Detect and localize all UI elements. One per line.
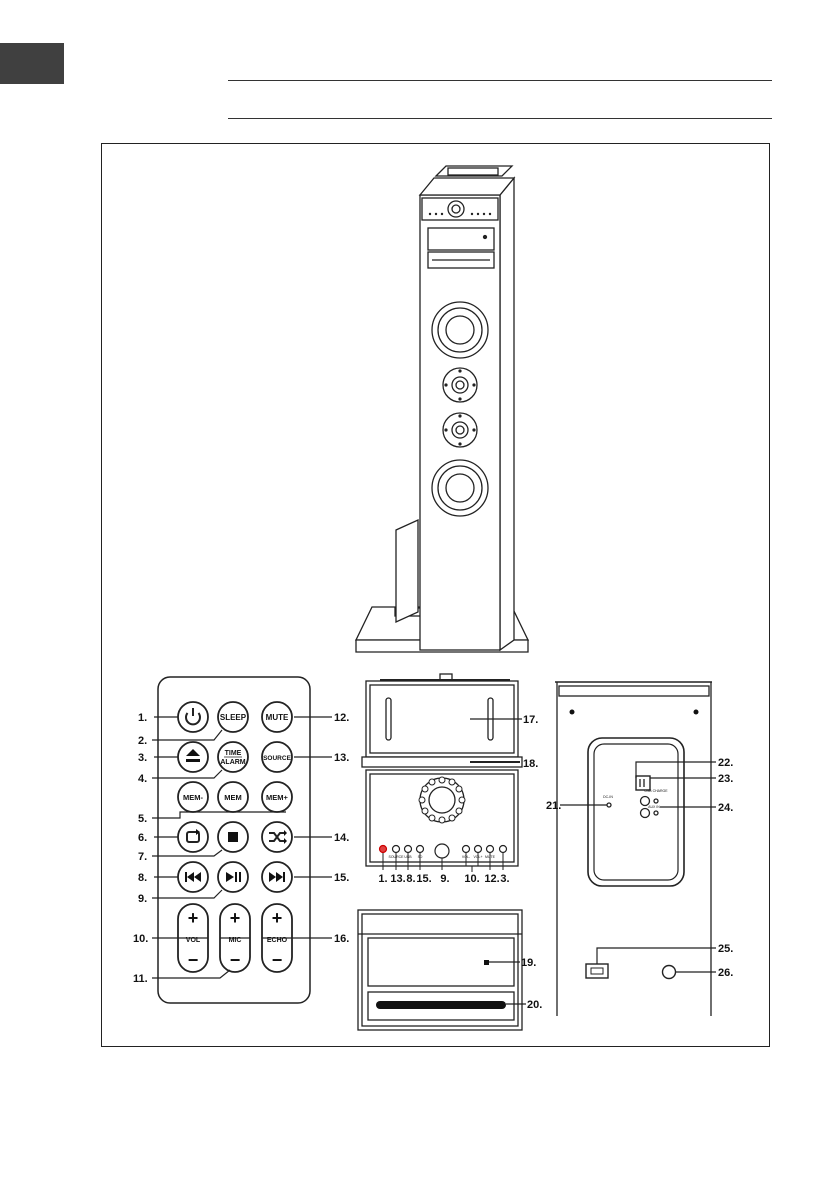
svg-text:24.: 24. bbox=[718, 802, 733, 814]
svg-text:5.: 5. bbox=[138, 813, 147, 825]
echo-rocker[interactable]: + ECHO − bbox=[262, 904, 292, 972]
svg-text:14.: 14. bbox=[334, 832, 349, 844]
shuffle-button[interactable] bbox=[262, 822, 292, 852]
mic-label: MIC bbox=[229, 937, 242, 944]
svg-text:25.: 25. bbox=[718, 943, 733, 955]
svg-text:8.: 8. bbox=[406, 873, 415, 885]
play-pause-button[interactable] bbox=[218, 862, 248, 892]
sleep-button[interactable]: SLEEP bbox=[218, 702, 248, 732]
mem-minus-button[interactable]: MEM- bbox=[178, 782, 208, 812]
eject-button[interactable] bbox=[178, 742, 208, 772]
mem-label: MEM bbox=[224, 793, 242, 802]
svg-text:15.: 15. bbox=[416, 873, 431, 885]
vol-label: VOL bbox=[186, 937, 201, 944]
svg-text:1.: 1. bbox=[138, 712, 147, 724]
svg-text:12.: 12. bbox=[484, 873, 499, 885]
echo-label: ECHO bbox=[267, 937, 288, 944]
time-alarm-button[interactable]: TIME ALARM bbox=[218, 742, 248, 772]
svg-text:10.: 10. bbox=[464, 873, 479, 885]
vol-rocker[interactable]: + VOL − bbox=[178, 904, 208, 972]
alarm-label: ALARM bbox=[220, 759, 245, 766]
svg-text:26.: 26. bbox=[718, 967, 733, 979]
svg-text:9.: 9. bbox=[440, 873, 449, 885]
svg-text:9.: 9. bbox=[138, 893, 147, 905]
stop-icon bbox=[228, 832, 238, 842]
dc-in-label: DC-IN bbox=[603, 795, 613, 799]
svg-text:3.: 3. bbox=[138, 752, 147, 764]
mic-rocker[interactable]: + MIC − bbox=[220, 904, 250, 972]
svg-text:12.: 12. bbox=[334, 712, 349, 724]
mem-button[interactable]: MEM bbox=[218, 782, 248, 812]
tower-speaker bbox=[356, 166, 528, 652]
usb-charge-label: USB CHARGE bbox=[644, 789, 668, 793]
svg-text:20.: 20. bbox=[527, 999, 542, 1011]
svg-text:3.: 3. bbox=[500, 873, 509, 885]
power-button[interactable] bbox=[178, 702, 208, 732]
svg-text:4.: 4. bbox=[138, 773, 147, 785]
remote-buttons: SLEEP MUTE TIME ALARM SOURCE MEM- bbox=[178, 702, 292, 972]
svg-text:22.: 22. bbox=[718, 757, 733, 769]
svg-text:15.: 15. bbox=[334, 872, 349, 884]
previous-button[interactable] bbox=[178, 862, 208, 892]
svg-text:13.: 13. bbox=[390, 873, 405, 885]
svg-text:6.: 6. bbox=[138, 832, 147, 844]
time-label: TIME bbox=[225, 750, 242, 757]
svg-text:21.: 21. bbox=[546, 800, 561, 812]
repeat-button[interactable] bbox=[178, 822, 208, 852]
sleep-label: SLEEP bbox=[220, 713, 247, 722]
top-panel-number-row: 1. 13. 8. 15. 9. 10. 12. 3. bbox=[378, 873, 509, 885]
svg-text:19.: 19. bbox=[521, 957, 536, 969]
mute-label: MUTE bbox=[266, 713, 289, 722]
svg-text:18.: 18. bbox=[523, 758, 538, 770]
svg-text:2.: 2. bbox=[138, 735, 147, 747]
echo-minus: − bbox=[272, 950, 283, 970]
svg-text:11.: 11. bbox=[133, 973, 148, 985]
svg-text:1.: 1. bbox=[378, 873, 387, 885]
next-button[interactable] bbox=[262, 862, 292, 892]
svg-text:23.: 23. bbox=[718, 773, 733, 785]
svg-text:16.: 16. bbox=[334, 933, 349, 945]
mem-minus-label: MEM- bbox=[183, 793, 203, 802]
mem-plus-button[interactable]: MEM+ bbox=[262, 782, 292, 812]
top-panel: SOURCE USB SD VOL- VOL+ MUTE 1. 13. 8. 1… bbox=[362, 674, 522, 885]
mic-minus: − bbox=[230, 950, 241, 970]
svg-text:13.: 13. bbox=[334, 752, 349, 764]
aux-in-label: AUX IN bbox=[648, 805, 660, 809]
svg-text:10.: 10. bbox=[133, 933, 148, 945]
mute-button[interactable]: MUTE bbox=[262, 702, 292, 732]
vol-plus: + bbox=[188, 908, 199, 928]
mic-plus: + bbox=[230, 908, 241, 928]
cd-front-panel bbox=[358, 910, 526, 1030]
mem-plus-label: MEM+ bbox=[266, 793, 288, 802]
svg-text:17.: 17. bbox=[523, 714, 538, 726]
source-button[interactable]: SOURCE bbox=[262, 742, 292, 772]
echo-plus: + bbox=[272, 908, 283, 928]
svg-text:8.: 8. bbox=[138, 872, 147, 884]
svg-text:7.: 7. bbox=[138, 851, 147, 863]
source-label: SOURCE bbox=[263, 755, 291, 762]
rear-panel: DC-IN USB CHARGE AUX IN bbox=[555, 682, 716, 1016]
vol-minus: − bbox=[188, 950, 199, 970]
stop-button[interactable] bbox=[218, 822, 248, 852]
